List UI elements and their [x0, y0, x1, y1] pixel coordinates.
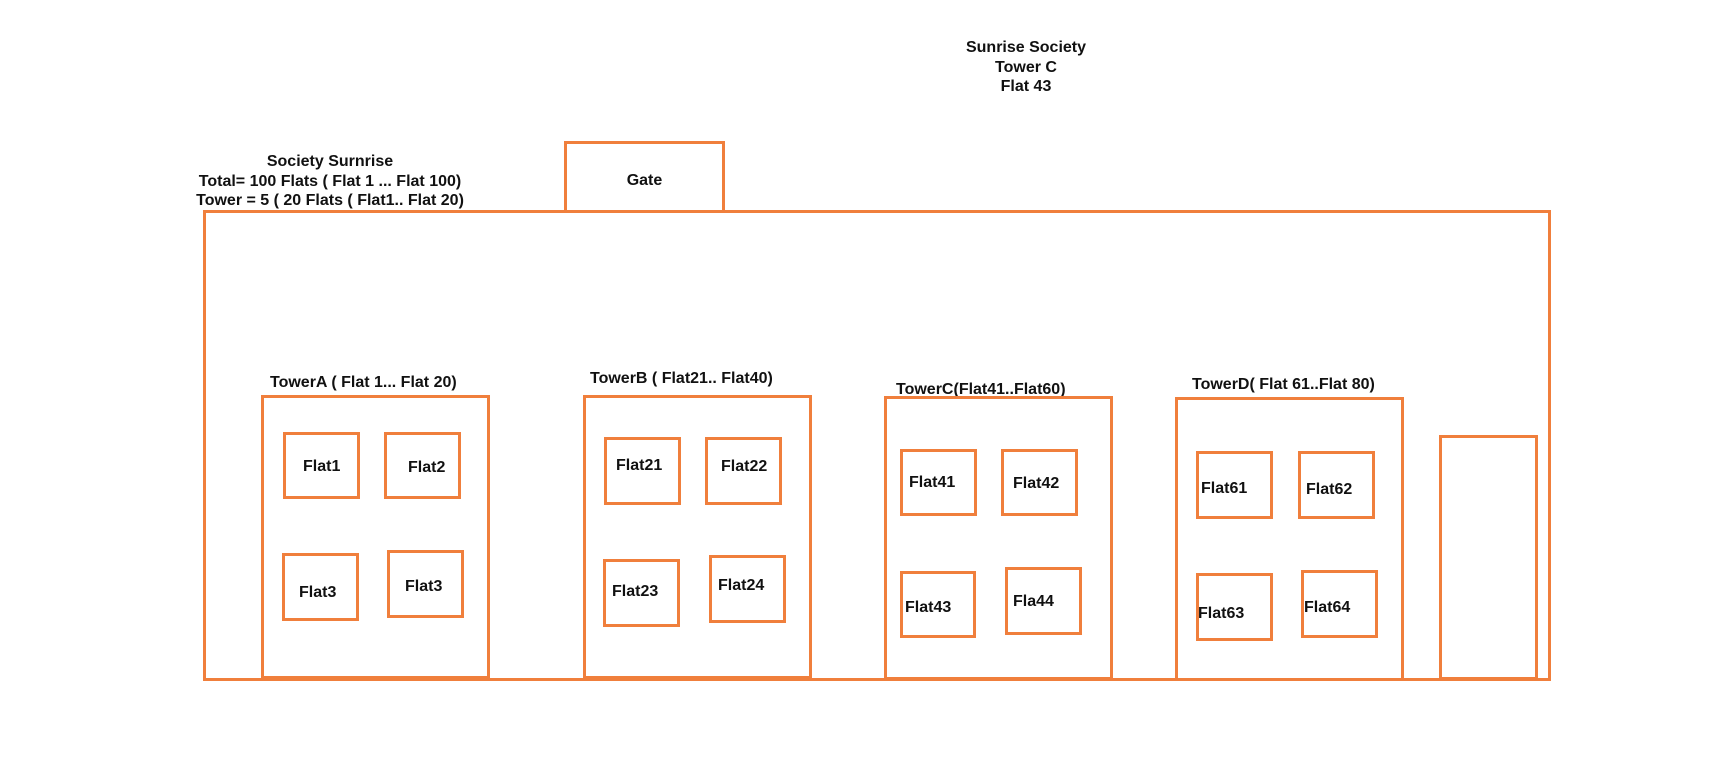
flat-label: Flat24 — [718, 577, 765, 594]
society-boundary — [203, 210, 1551, 681]
flat-label: Flat3 — [299, 584, 337, 601]
flat-box — [603, 559, 680, 627]
tower-a-box — [261, 395, 490, 679]
tower-d-title: TowerD( Flat 61..Flat 80) — [1192, 376, 1375, 393]
flat-label: Flat23 — [612, 583, 659, 600]
flat-label: Flat2 — [408, 459, 446, 476]
flat-box — [709, 555, 786, 623]
flat-box — [604, 437, 681, 505]
tower-a-title: TowerA ( Flat 1... Flat 20) — [270, 374, 457, 391]
flat-label: Flat62 — [1306, 481, 1353, 498]
flat-box — [1298, 451, 1375, 519]
flat-box — [1005, 567, 1082, 635]
flat-label: Flat21 — [616, 457, 663, 474]
society-description: Society Surnrise Total= 100 Flats ( Flat… — [180, 152, 480, 211]
flat-box — [900, 449, 977, 516]
tower-e-box — [1439, 435, 1538, 680]
flat-box — [387, 550, 464, 618]
society-name: Society Surnrise — [266, 153, 394, 170]
flat-box — [282, 553, 359, 621]
flat-label: Flat42 — [1013, 475, 1060, 492]
flat-label: Flat22 — [721, 458, 768, 475]
flat-box — [1196, 451, 1273, 519]
sunrise-society-note: Sunrise Society Tower C Flat 43 — [946, 38, 1106, 97]
society-tower-count: Tower = 5 ( 20 Flats ( Flat1.. Flat 20) — [196, 192, 464, 209]
flat-label: Flat43 — [905, 599, 952, 616]
flat-box — [900, 571, 976, 638]
note-flat: Flat 43 — [1000, 78, 1052, 95]
flat-box — [1301, 570, 1378, 638]
flat-box — [1196, 573, 1273, 641]
flat-label: Fla44 — [1013, 593, 1054, 610]
flat-label: Flat61 — [1201, 480, 1248, 497]
flat-box — [705, 437, 782, 505]
flat-label: Flat63 — [1198, 605, 1245, 622]
flat-label: Flat3 — [405, 578, 443, 595]
flat-box — [283, 432, 360, 499]
tower-c-title: TowerC(Flat41..Flat60) — [896, 381, 1066, 398]
flat-box — [1001, 449, 1078, 516]
tower-b-title: TowerB ( Flat21.. Flat40) — [590, 370, 773, 387]
flat-label: Flat1 — [303, 458, 341, 475]
flat-box — [384, 432, 461, 499]
flat-label: Flat41 — [909, 474, 956, 491]
note-society-name: Sunrise Society — [965, 39, 1087, 56]
gate-box: Gate — [564, 141, 725, 213]
note-tower: Tower C — [995, 58, 1057, 76]
tower-b-box — [583, 395, 812, 679]
society-total-flats: Total= 100 Flats ( Flat 1 ... Flat 100) — [198, 172, 462, 190]
tower-d-box — [1175, 397, 1404, 681]
tower-c-box — [884, 396, 1113, 680]
gate-label: Gate — [626, 172, 663, 189]
flat-label: Flat64 — [1304, 599, 1351, 616]
